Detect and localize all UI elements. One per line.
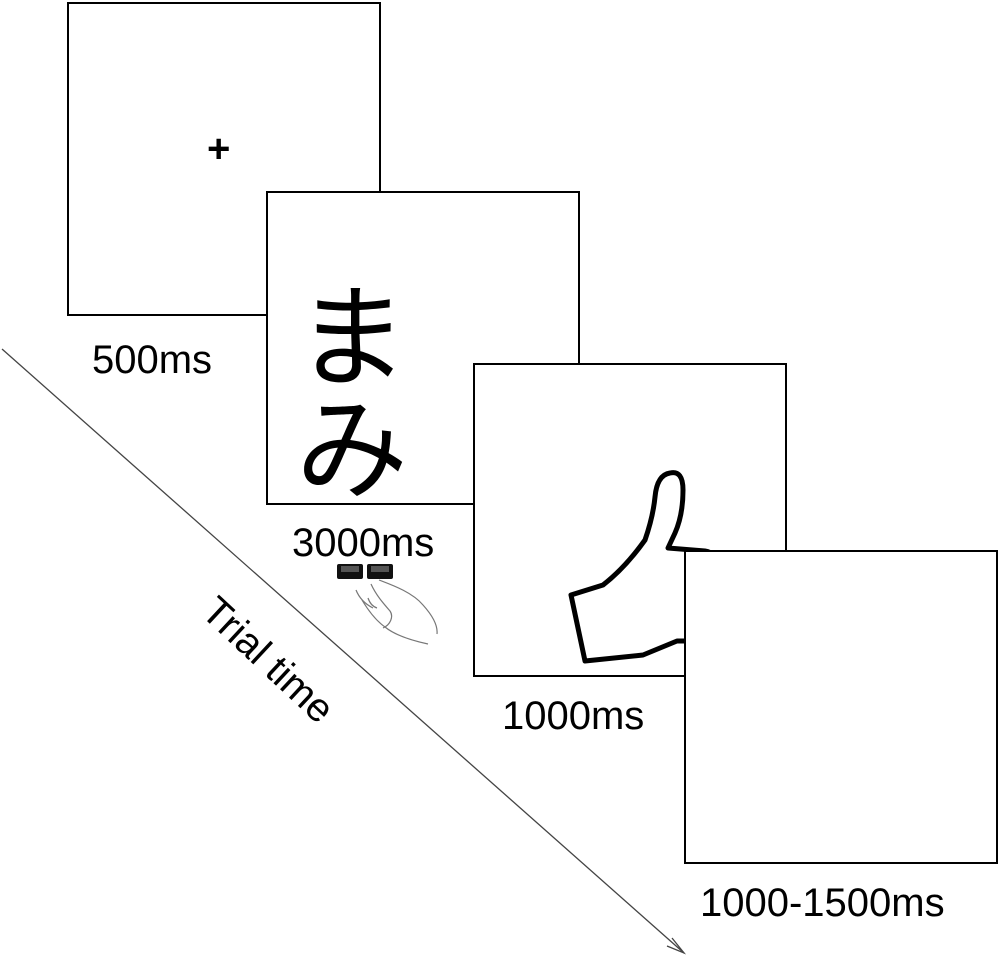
blank-duration: 1000-1500ms: [700, 881, 945, 925]
blank-frame: [684, 550, 998, 864]
stimulus-duration: 3000ms: [292, 521, 435, 565]
hiragana-stimulus: まみ: [296, 274, 438, 505]
fixation-duration: 500ms: [92, 338, 213, 382]
feedback-duration: 1000ms: [502, 694, 645, 738]
fixation-cross: +: [207, 127, 231, 171]
